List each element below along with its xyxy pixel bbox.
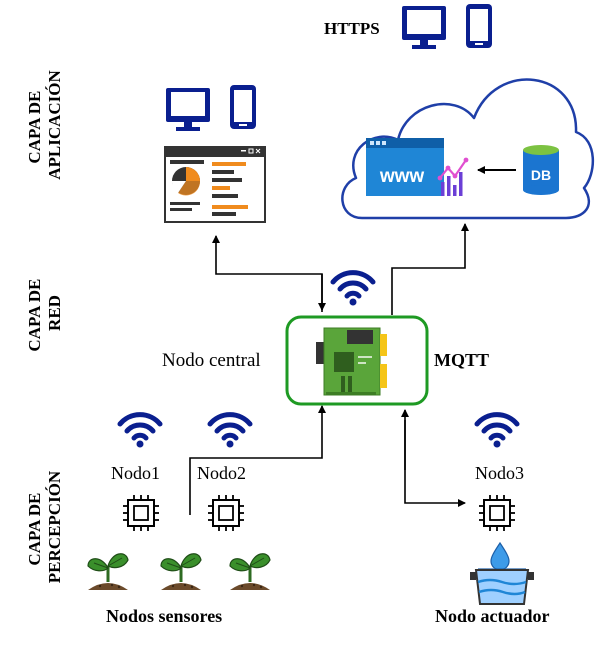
central-to-dashboard-arrow bbox=[212, 235, 323, 312]
svg-text:CAPA DE RED: CAPA DE RED bbox=[25, 274, 64, 351]
layer-label-application: CAPA DE APLICACIÓN bbox=[25, 69, 64, 179]
plant-icon-3 bbox=[228, 552, 272, 592]
chip-icon-node3 bbox=[478, 494, 516, 532]
www-text: www bbox=[379, 166, 425, 187]
central-node-label: Nodo central bbox=[162, 350, 261, 371]
chip-icon-node1 bbox=[122, 494, 160, 532]
wifi-icon-node2 bbox=[210, 415, 250, 448]
phone-icon-app bbox=[230, 85, 256, 129]
svg-text:CAPA DE PERCEPCIÓN: CAPA DE PERCEPCIÓN bbox=[25, 470, 64, 583]
monitor-icon-app bbox=[166, 88, 210, 131]
wifi-icon-node3 bbox=[477, 415, 517, 448]
central-to-actuator-arrow bbox=[404, 420, 466, 507]
layer-application-line1: CAPA DE bbox=[25, 91, 44, 164]
mqtt-label: MQTT bbox=[434, 350, 489, 370]
phone-icon-cloud bbox=[466, 4, 492, 48]
monitor-icon-cloud bbox=[402, 6, 446, 49]
chip-icon-node2 bbox=[207, 494, 245, 532]
layer-network-line1: CAPA DE bbox=[25, 279, 44, 352]
plant-icon-1 bbox=[86, 552, 130, 592]
node1-label: Nodo1 bbox=[111, 463, 160, 483]
plant-icon-2 bbox=[159, 552, 203, 592]
svg-text:CAPA DE APLICACIÓN: CAPA DE APLICACIÓN bbox=[25, 69, 64, 179]
web-app-icon: www bbox=[366, 138, 444, 196]
layer-label-perception: CAPA DE PERCEPCIÓN bbox=[25, 470, 64, 583]
analytics-chart-icon bbox=[437, 157, 469, 196]
raspberry-board-icon bbox=[316, 327, 387, 396]
layer-perception-line1: CAPA DE bbox=[25, 493, 44, 566]
pie-chart-icon bbox=[171, 167, 201, 196]
water-basin-icon bbox=[470, 541, 534, 605]
sensors-to-central-arrow bbox=[189, 405, 326, 515]
layer-perception-line2: PERCEPCIÓN bbox=[45, 470, 64, 583]
layer-network-line2: RED bbox=[45, 295, 64, 331]
wifi-icon-central bbox=[333, 273, 373, 306]
node2-label: Nodo2 bbox=[197, 463, 246, 483]
layer-application-line2: APLICACIÓN bbox=[45, 69, 64, 179]
central-to-cloud-arrow bbox=[391, 223, 469, 315]
db-text: DB bbox=[531, 167, 551, 183]
actuator-node-label: Nodo actuador bbox=[435, 606, 550, 626]
sensor-nodes-label: Nodos sensores bbox=[106, 606, 222, 626]
dashboard-window-icon bbox=[164, 146, 266, 223]
https-label: HTTPS bbox=[324, 19, 380, 38]
database-icon: DB bbox=[523, 145, 559, 195]
layer-label-network: CAPA DE RED bbox=[25, 274, 64, 352]
node3-label: Nodo3 bbox=[475, 463, 524, 483]
wifi-icon-node1 bbox=[120, 415, 160, 448]
